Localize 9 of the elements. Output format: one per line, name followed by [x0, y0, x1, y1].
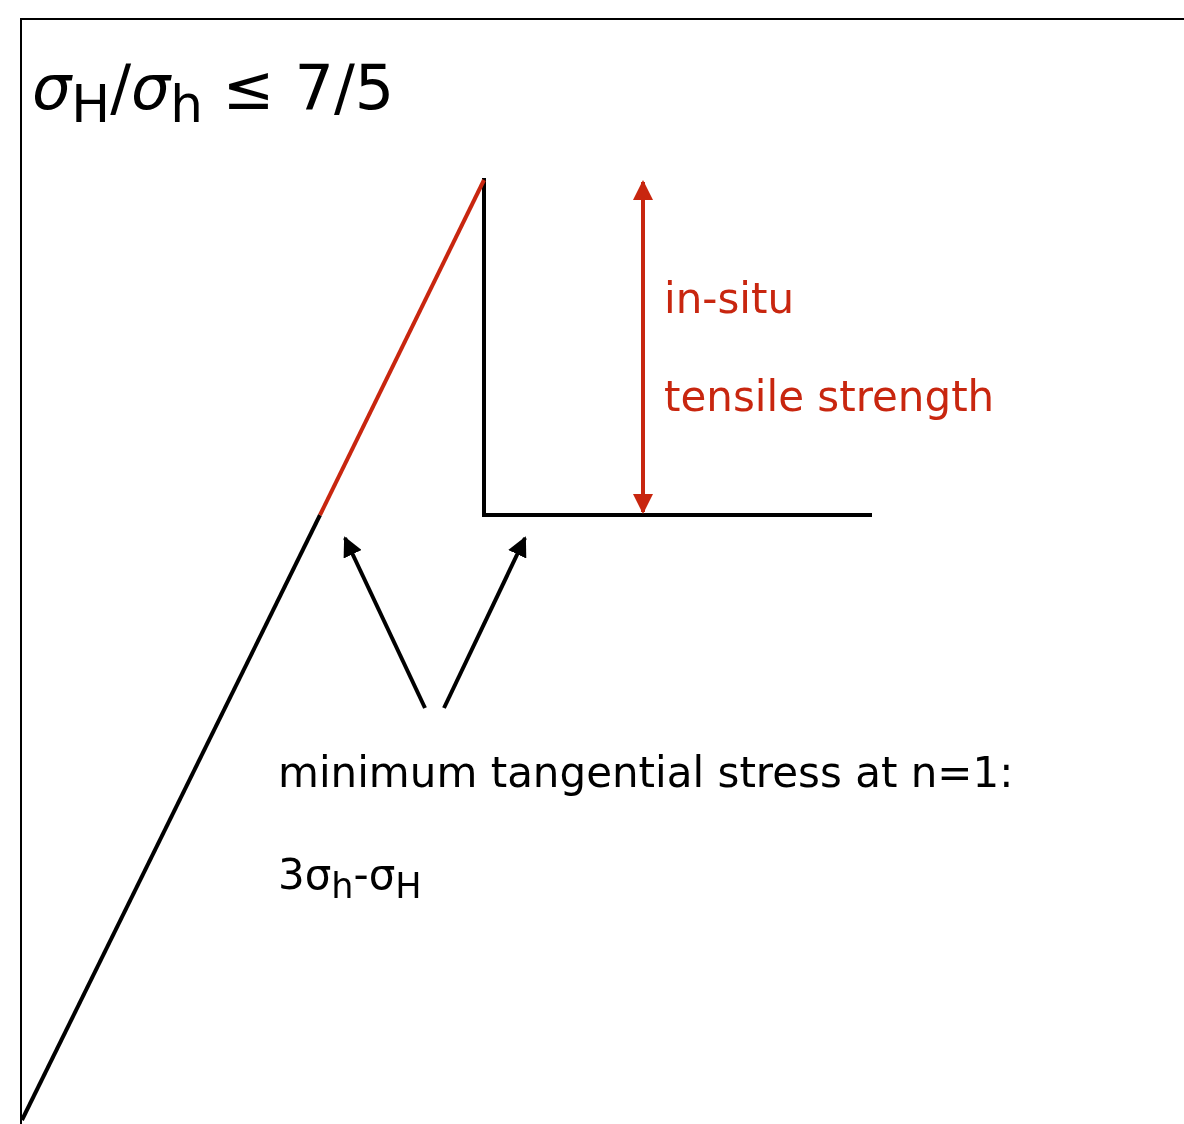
leader-line — [343, 536, 427, 709]
title: σ$_{H}$/σ$_{h}$ ≤ 7/5 — [32, 50, 395, 137]
annotation-text: minimum tangential stress at n=1: — [277, 747, 1014, 799]
tensile-segment — [318, 179, 486, 516]
leader-line — [442, 536, 527, 709]
annotation-text: 3σ$_{h}$-σ$_{H}$ — [277, 849, 422, 909]
annotation-text: in-situ — [664, 273, 795, 325]
annotation-text: tensile strength — [664, 371, 995, 423]
baseline-segment — [482, 513, 872, 517]
